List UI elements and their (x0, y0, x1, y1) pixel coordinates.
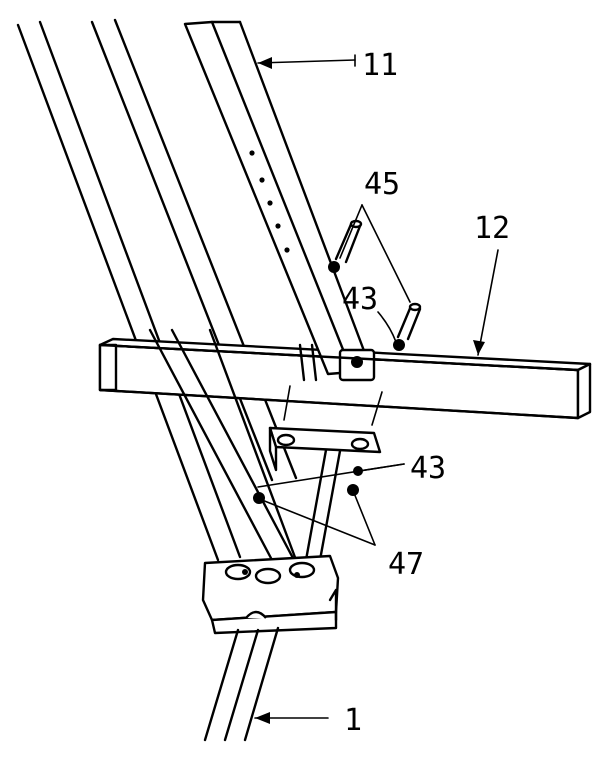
pin-upper (328, 219, 363, 273)
front-diagonal-tubes (148, 328, 298, 562)
coupling-plate (201, 554, 340, 635)
frame-tube (183, 20, 374, 376)
inner-diagonal-tube (90, 18, 298, 482)
adjustment-hole (259, 177, 265, 183)
lower-bracket (268, 426, 382, 562)
adjustment-hole (249, 150, 255, 156)
leader-lines (254, 54, 499, 724)
label-cross-bar: 12 (474, 211, 510, 246)
label-pins: 45 (364, 167, 400, 202)
reference-numerals: 11 12 45 43 43 47 1 (342, 48, 510, 738)
adjustment-hole (284, 247, 290, 253)
label-fastener-upper: 43 (342, 282, 378, 317)
left-outer-tube (16, 20, 242, 562)
base-post (203, 626, 280, 742)
label-fastener-lower: 43 (410, 451, 446, 486)
label-base-post: 1 (344, 703, 362, 738)
adjustment-hole (275, 223, 281, 229)
label-bolts: 47 (388, 547, 424, 582)
pin-lower (393, 302, 422, 351)
label-frame-tube: 11 (362, 48, 398, 83)
adjustment-hole (267, 200, 273, 206)
cross-bar-edge (98, 343, 580, 426)
